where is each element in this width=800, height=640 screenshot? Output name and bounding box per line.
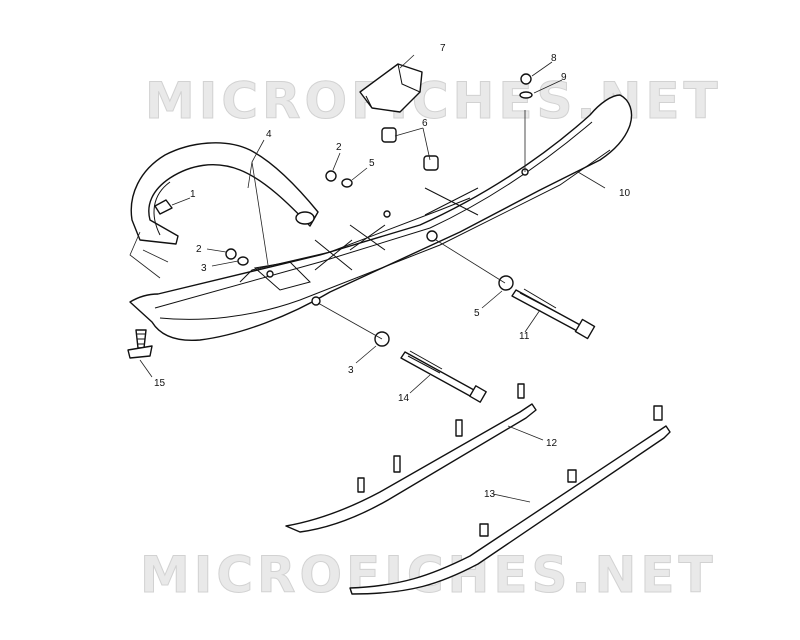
- runner-13: [349, 405, 671, 595]
- ski-handle-hole: [266, 270, 274, 278]
- lock-nut-lower: [225, 248, 237, 260]
- spindle-bushing-left: [381, 127, 397, 143]
- callout-1: 1: [190, 189, 196, 200]
- callout-12: 12: [546, 438, 558, 449]
- bolt-11: [511, 288, 596, 340]
- wear-bar-12: [285, 383, 537, 533]
- handle-clip: [154, 199, 173, 215]
- spindle-bushing-right: [423, 155, 439, 171]
- lock-nut-top: [520, 73, 532, 85]
- runner-stud-1: [479, 523, 489, 537]
- wear-bar-stud-4: [357, 477, 365, 493]
- washer-upper: [341, 178, 353, 188]
- callout-11: 11: [519, 331, 530, 342]
- ski-handle-loop: [130, 142, 319, 245]
- ski-body: [129, 94, 633, 342]
- leader-lines: [129, 54, 606, 503]
- callout-15: 15: [154, 378, 166, 389]
- wear-bar-stud-3: [517, 383, 525, 399]
- washer-lower: [237, 256, 249, 266]
- callout-8: 8: [551, 53, 557, 64]
- callout-14: 14: [398, 393, 410, 404]
- wear-bar-stud-1: [393, 455, 401, 473]
- lock-nut-upper: [325, 170, 337, 182]
- callout-6: 6: [422, 118, 428, 129]
- callout-10: 10: [619, 188, 631, 199]
- callout-3-lower: 3: [348, 365, 354, 376]
- callout-5-lower: 5: [474, 308, 480, 319]
- callout-2-upper: 2: [336, 142, 342, 153]
- watermark-top: MICROFICHES.NET: [145, 72, 722, 130]
- ski-bolt-hole: [383, 210, 391, 218]
- callout-5-upper: 5: [369, 158, 375, 169]
- callout-2-lower: 2: [196, 244, 202, 255]
- runner-stud-2: [567, 469, 577, 483]
- ski-pivot-hole-front: [426, 230, 438, 242]
- runner-stud-3: [653, 405, 663, 421]
- callout-13: 13: [484, 489, 496, 500]
- wear-bar-stud-2: [455, 419, 463, 437]
- washer-top: [519, 91, 533, 99]
- screw-15: [127, 329, 153, 359]
- callout-4: 4: [266, 129, 272, 140]
- callout-3-upper: 3: [201, 263, 207, 274]
- handle-bolt-hole: [295, 211, 315, 225]
- callout-7: 7: [440, 43, 446, 54]
- spacer-washer-5: [498, 275, 514, 291]
- callout-9: 9: [561, 72, 567, 83]
- bolt-14: [400, 350, 487, 403]
